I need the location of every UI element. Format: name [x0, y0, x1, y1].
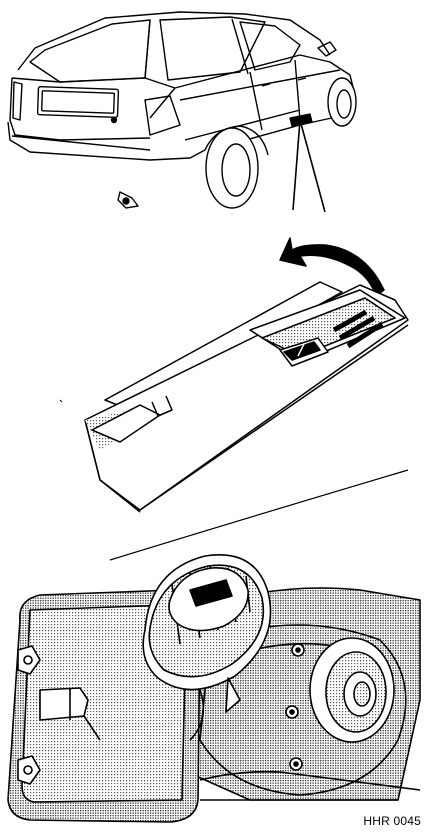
release-lever-detail [60, 238, 408, 560]
callout-lines [293, 120, 325, 212]
car-rear-view [8, 12, 356, 208]
filler-cap-detail [8, 555, 420, 822]
reference-code-label: HHR 0045 [363, 814, 421, 828]
